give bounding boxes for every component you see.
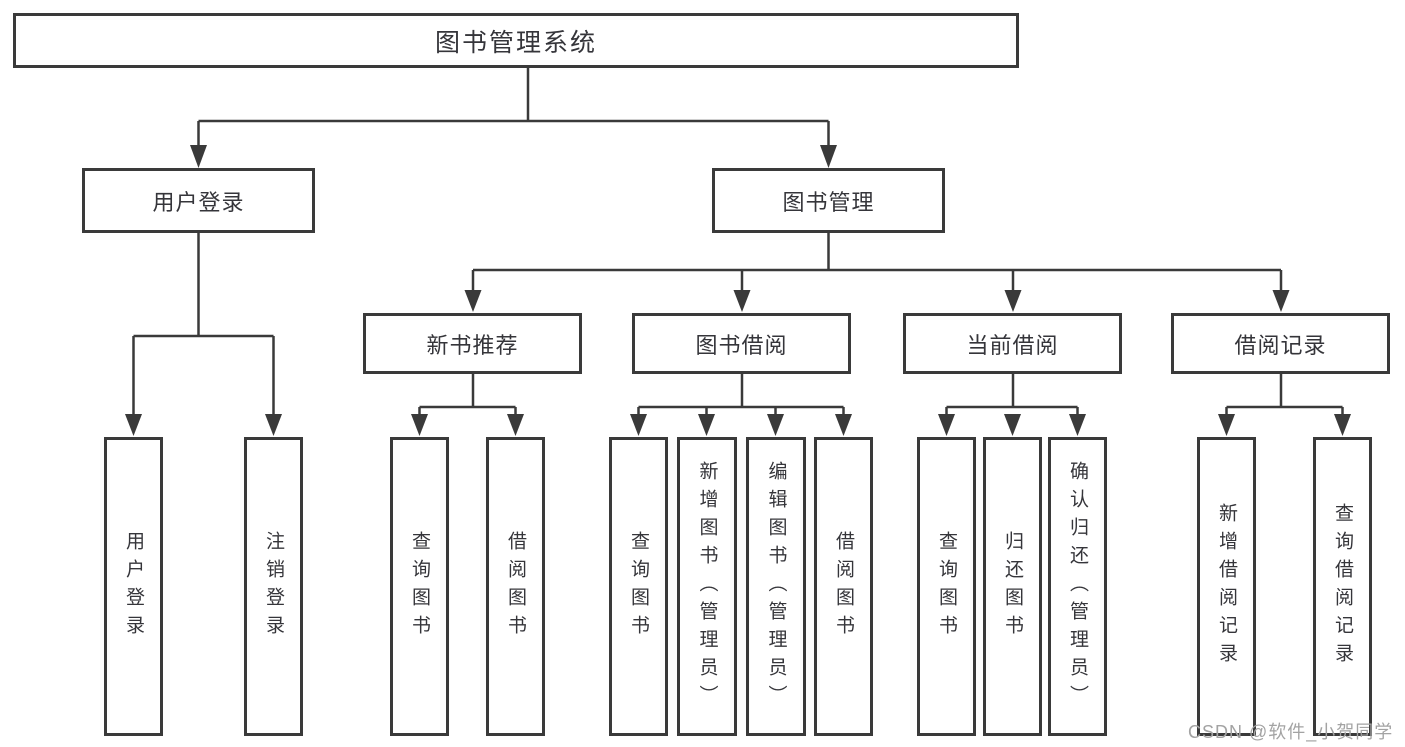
- connector-book-borrowing-branch: [630, 374, 852, 436]
- node-label: 注销登录: [263, 530, 284, 643]
- node-borrowing-records: 借阅记录: [1171, 313, 1390, 374]
- node-label: 借阅图书: [505, 530, 526, 643]
- node-leaf-edit-books-admin: 编辑图书（管理员）: [746, 437, 806, 736]
- node-label: 新增借阅记录: [1216, 502, 1237, 671]
- node-label: 查询借阅记录: [1332, 502, 1353, 671]
- node-leaf-borrow-books-recommend: 借阅图书: [486, 437, 545, 736]
- node-label: 新增图书（管理员）: [696, 460, 718, 713]
- node-label: 编辑图书（管理员）: [765, 460, 787, 713]
- csdn-watermark: CSDN @软件_小贺同学: [1188, 722, 1394, 742]
- connector-new-book-recommendation-branch: [411, 374, 524, 436]
- node-label: 新书推荐: [426, 332, 519, 358]
- node-user-login: 用户登录: [82, 168, 315, 233]
- connector-borrowing-records-branch: [1218, 374, 1351, 436]
- node-label: 借阅图书: [833, 530, 854, 643]
- node-label: 查询图书: [936, 530, 957, 643]
- connector-root-to-level2: [190, 68, 837, 168]
- node-book-management: 图书管理: [712, 168, 945, 233]
- connector-book-management-branch: [464, 233, 1290, 312]
- node-label: 图书借阅: [695, 332, 788, 358]
- node-leaf-query-borrow-record: 查询借阅记录: [1313, 437, 1372, 736]
- node-leaf-user-login: 用户登录: [104, 437, 163, 736]
- node-leaf-confirm-return-admin: 确认归还（管理员）: [1048, 437, 1107, 736]
- node-label: 图书管理: [782, 189, 875, 215]
- connector-user-login-branch: [125, 233, 282, 436]
- connector-current-borrowing-branch: [938, 374, 1086, 436]
- node-new-book-recommendation: 新书推荐: [363, 313, 582, 374]
- node-label: 查询图书: [409, 530, 430, 643]
- node-label: 图书管理系统: [434, 28, 597, 57]
- node-leaf-add-books-admin: 新增图书（管理员）: [677, 437, 737, 736]
- node-label: 确认归还（管理员）: [1067, 460, 1088, 713]
- node-label: 用户登录: [152, 189, 245, 215]
- node-leaf-logout: 注销登录: [244, 437, 303, 736]
- node-leaf-query-books-recommend: 查询图书: [390, 437, 449, 736]
- node-library-management-system: 图书管理系统: [13, 13, 1019, 68]
- node-current-borrowing: 当前借阅: [903, 313, 1122, 374]
- node-leaf-query-books-current: 查询图书: [917, 437, 976, 736]
- node-label: 借阅记录: [1234, 332, 1327, 358]
- node-book-borrowing: 图书借阅: [632, 313, 851, 374]
- node-leaf-return-books: 归还图书: [983, 437, 1042, 736]
- node-leaf-borrow-books: 借阅图书: [814, 437, 873, 736]
- node-label: 查询图书: [628, 530, 649, 643]
- node-leaf-add-borrow-record: 新增借阅记录: [1197, 437, 1256, 736]
- node-label: 用户登录: [123, 530, 144, 643]
- node-label: 归还图书: [1002, 530, 1023, 643]
- node-leaf-query-books-borrowing: 查询图书: [609, 437, 668, 736]
- node-label: 当前借阅: [966, 332, 1059, 358]
